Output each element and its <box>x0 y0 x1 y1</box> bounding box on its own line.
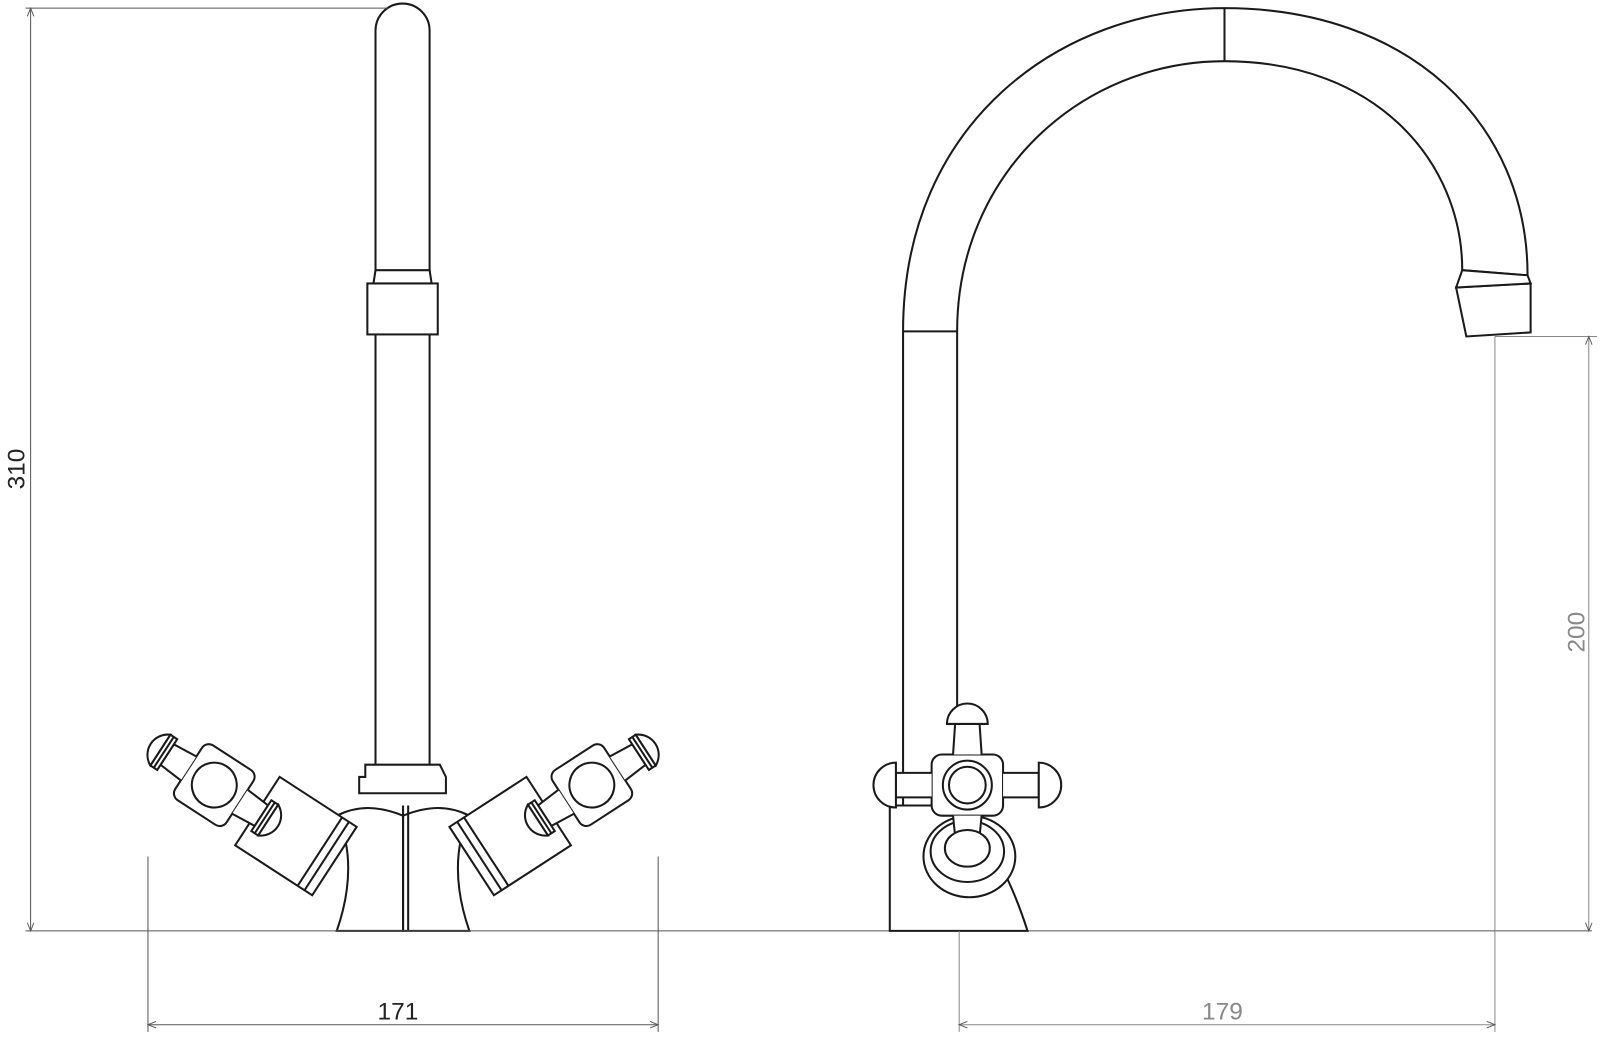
base-collar <box>358 763 447 795</box>
height-dimension-label: 310 <box>3 449 30 490</box>
spout-height-dimension-label: 200 <box>1564 612 1591 653</box>
front-view <box>131 2 675 932</box>
width-dimension-label: 171 <box>378 999 419 1026</box>
side-view <box>872 7 1533 932</box>
side-dimensions: 200 179 <box>959 336 1597 1032</box>
spout-nozzle <box>1454 282 1532 338</box>
front-dimensions: 310 171 <box>3 8 1592 1032</box>
reach-dimension-label: 179 <box>1202 999 1243 1026</box>
left-valve <box>131 715 405 932</box>
upper-collar <box>366 282 439 336</box>
right-valve <box>402 715 675 932</box>
side-handle <box>872 702 1063 868</box>
spout-tube <box>374 2 431 776</box>
